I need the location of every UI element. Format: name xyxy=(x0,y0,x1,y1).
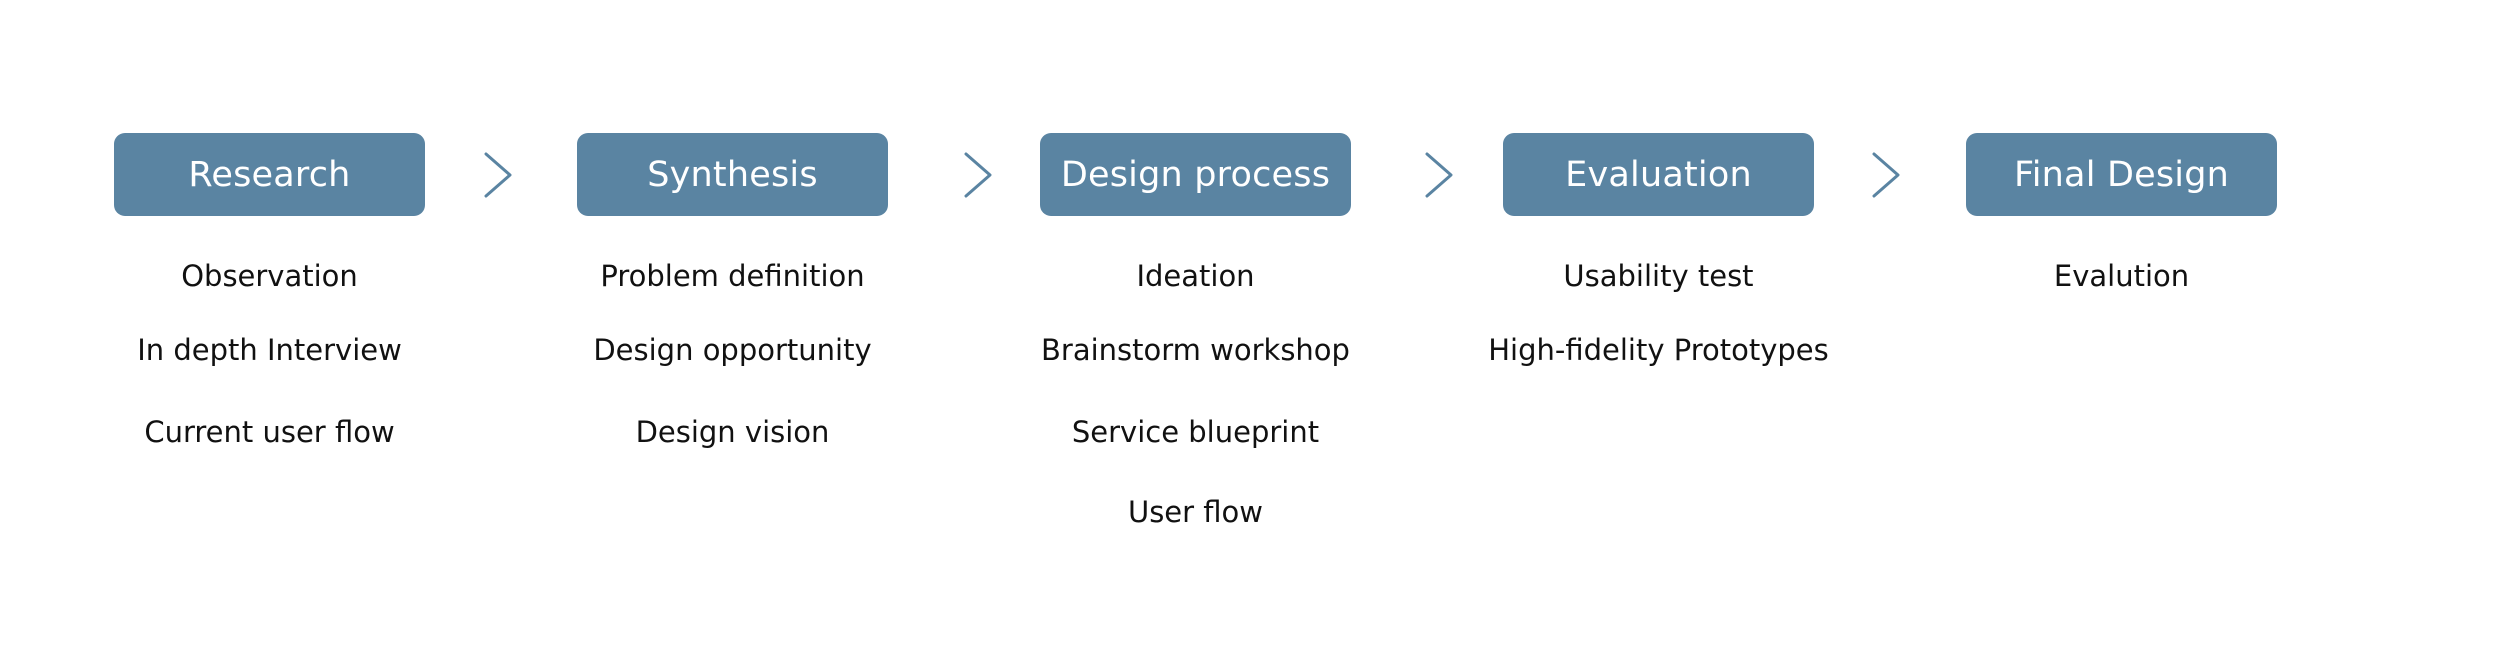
chevron-right-icon xyxy=(963,151,993,199)
stage-item: Design vision xyxy=(635,415,830,449)
stage-item: Usability test xyxy=(1563,259,1754,293)
stage-design-process: Design process Ideation Brainstorm works… xyxy=(1040,133,1351,529)
stage-item: User flow xyxy=(1127,495,1264,529)
stage-title: Evaluation xyxy=(1503,133,1814,216)
stage-item: Brainstorm workshop xyxy=(1041,333,1350,367)
stage-item: Ideation xyxy=(1136,259,1255,293)
stage-item: In depth Interview xyxy=(137,333,402,367)
chevron-right-icon xyxy=(1871,151,1901,199)
stage-title: Synthesis xyxy=(577,133,888,216)
stage-research: Research Observation In depth Interview … xyxy=(114,133,425,449)
stage-item: Service blueprint xyxy=(1071,415,1320,449)
chevron-right-icon xyxy=(1424,151,1454,199)
stage-title: Research xyxy=(114,133,425,216)
stage-item: Observation xyxy=(181,259,358,293)
stage-title: Final Design xyxy=(1966,133,2277,216)
stage-final-design: Final Design Evalution xyxy=(1966,133,2277,293)
stage-item: Current user flow xyxy=(144,415,395,449)
stage-item: High-fidelity Prototypes xyxy=(1488,333,1829,367)
chevron-right-icon xyxy=(483,151,513,199)
stage-item: Design opportunity xyxy=(593,333,872,367)
stage-title: Design process xyxy=(1040,133,1351,216)
stage-evaluation: Evaluation Usability test High-fidelity … xyxy=(1488,133,1829,367)
stage-item: Evalution xyxy=(2053,259,2190,293)
stage-item: Problem definition xyxy=(600,259,865,293)
stage-synthesis: Synthesis Problem definition Design oppo… xyxy=(577,133,888,449)
